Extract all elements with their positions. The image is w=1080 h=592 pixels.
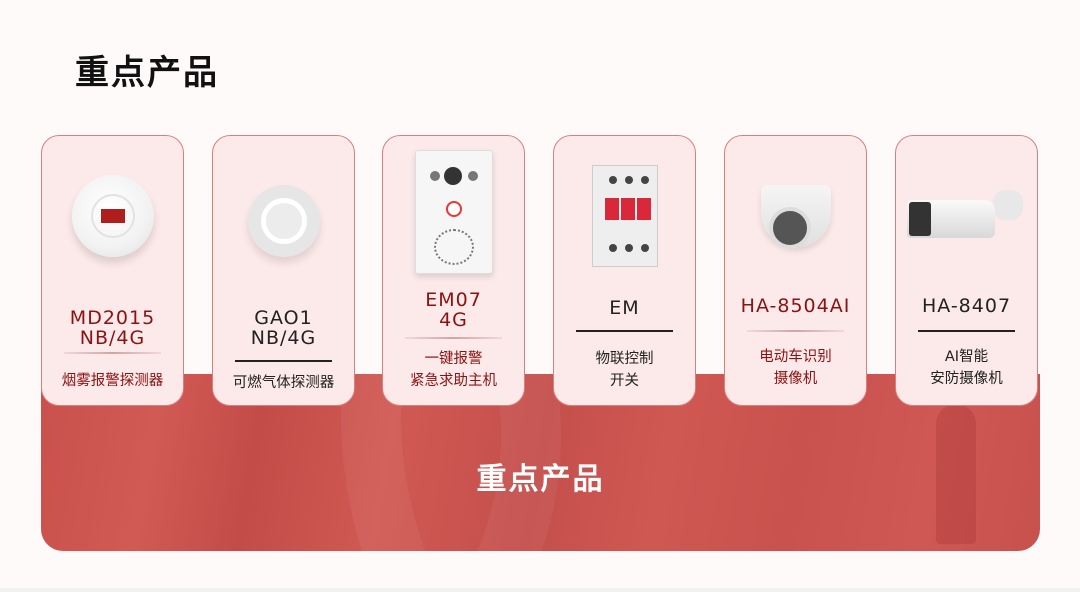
bottom-strip (0, 588, 1080, 592)
product-model: EM (609, 297, 640, 319)
bullet-camera-icon (896, 171, 1037, 261)
divider (64, 352, 161, 354)
smoke-detector-icon (42, 156, 183, 276)
product-card-ha8504ai[interactable]: HA-8504AI 电动车识别摄像机 (724, 135, 867, 406)
product-desc: 一键报警紧急求助主机 (410, 351, 497, 389)
gas-detector-icon (213, 161, 354, 281)
product-card-em[interactable]: EM 物联控制开关 (553, 135, 696, 406)
divider (576, 330, 673, 332)
product-desc: AI智能安防摄像机 (930, 349, 1003, 387)
product-model: HA-8407 (921, 295, 1012, 317)
product-model: HA-8504AI (740, 295, 851, 317)
product-card-ha8407[interactable]: HA-8407 AI智能安防摄像机 (895, 135, 1038, 406)
divider (747, 330, 844, 332)
divider (918, 330, 1015, 332)
divider (405, 337, 502, 339)
product-desc: 可燃气体探测器 (232, 375, 335, 391)
banner: 重点产品 (41, 374, 1040, 551)
dome-camera-icon (725, 166, 866, 266)
person-silhouette (936, 404, 976, 544)
page-title: 重点产品 (75, 53, 219, 93)
banner-title: 重点产品 (476, 462, 605, 497)
divider (235, 360, 332, 362)
product-desc: 物联控制开关 (595, 351, 654, 389)
emergency-intercom-icon (383, 148, 524, 276)
circuit-breaker-icon (554, 156, 695, 276)
product-desc: 电动车识别摄像机 (759, 349, 832, 387)
product-desc: 烟雾报警探测器 (61, 373, 164, 389)
